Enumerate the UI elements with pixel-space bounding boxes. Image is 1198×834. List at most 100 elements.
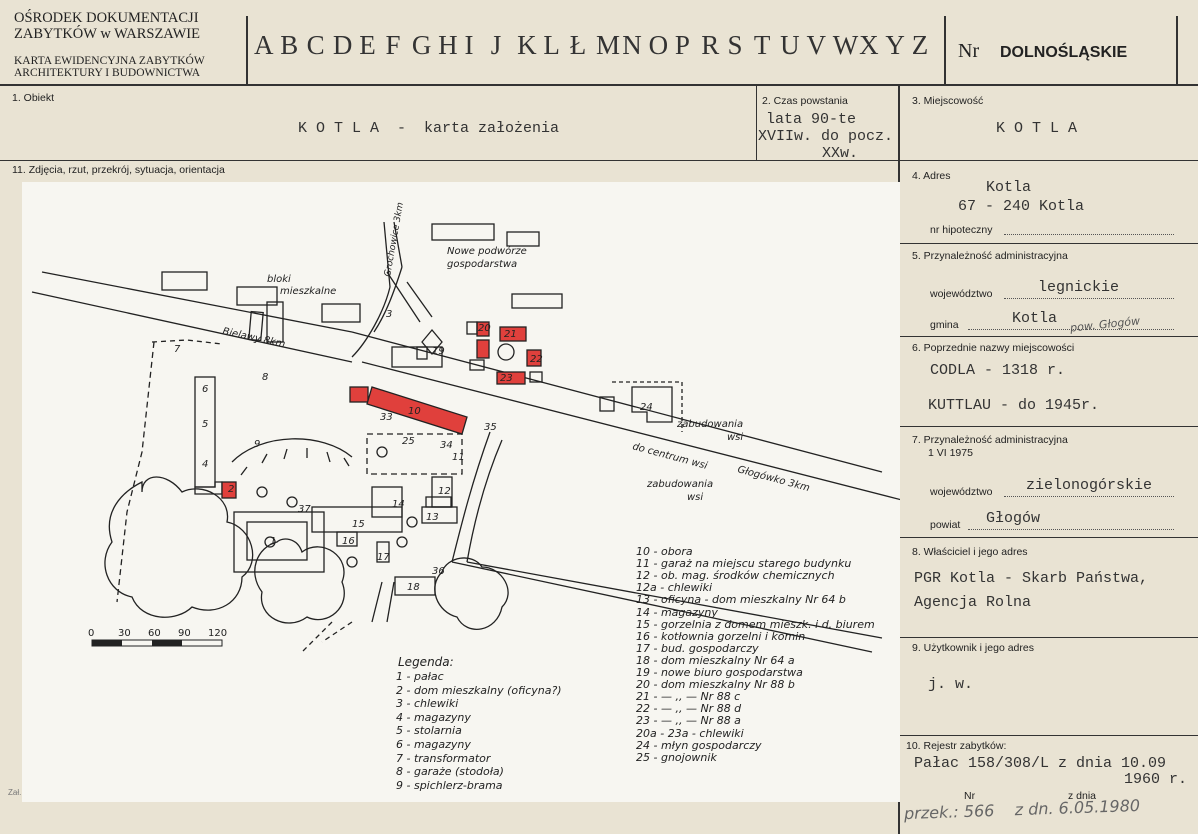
- alphabet-letter-Z: Z: [911, 30, 929, 60]
- building-number: 25: [402, 436, 415, 447]
- wlasciciel-line1: PGR Kotla - Skarb Państwa,: [914, 570, 1149, 587]
- road-label-bielawy: Bielawy 8km: [221, 326, 286, 350]
- wojewodztwo-value: legnickie: [1038, 279, 1120, 296]
- building-number: 20: [478, 323, 491, 334]
- legend-title: Legenda:: [398, 655, 454, 669]
- legend-item: 8 - garaże (stodoła): [396, 765, 504, 779]
- scale-tick-label: 0: [88, 628, 94, 639]
- gmina-label: gmina: [930, 319, 959, 331]
- alphabet-letter-S: S: [727, 30, 743, 60]
- zdjecia-label: 11. Zdjęcia, rzut, przekrój, sytuacja, o…: [12, 164, 225, 176]
- gmina-line: [968, 329, 1174, 330]
- label-nowe-podworze-1: Nowe podwórze: [447, 245, 527, 257]
- hipoteczny-label: nr hipoteczny: [930, 224, 993, 236]
- building-number: 24: [640, 402, 653, 413]
- legend-item: 20a - 23a - chlewiki: [636, 726, 744, 740]
- hipoteczny-line: [1004, 234, 1174, 235]
- legend-item: 2 - dom mieszkalny (oficyna?): [396, 683, 562, 697]
- building-number: 6: [202, 384, 208, 395]
- region-name: DOLNOŚLĄSKIE: [1000, 44, 1128, 61]
- nr-divider: [944, 16, 946, 84]
- alphabet-letter-C: C: [306, 30, 325, 60]
- header-bottom-border: [0, 84, 1198, 86]
- alphabet-letter-E: E: [359, 30, 376, 60]
- rejestr-line2: 1960 r.: [1124, 771, 1188, 788]
- legend-item: 25 - gnojownik: [636, 750, 717, 764]
- wojewodztwo-label: województwo: [930, 288, 993, 300]
- building-number: 4: [202, 459, 208, 470]
- legend-item: 16 - kotłownia gorzelni i komin: [636, 629, 806, 643]
- alphabet-letter-K: K: [517, 30, 537, 60]
- alphabet-letter-Ł: Ł: [569, 30, 587, 60]
- building-number: 11: [452, 452, 465, 463]
- powiat-label: powiat: [930, 519, 961, 531]
- row5-bottom: [900, 336, 1198, 337]
- label-zabud1-2: wsi: [727, 432, 743, 443]
- adres-line2: 67 - 240 Kotla: [958, 198, 1085, 215]
- header-card: KARTA EWIDENCYJNA ZABYTKÓW ARCHITEKTURY …: [14, 55, 205, 79]
- gmina-value: Kotla: [1012, 310, 1058, 327]
- building-number: 10: [408, 406, 421, 417]
- alphabet-letter-T: T: [753, 30, 771, 60]
- legend-item: 13 - oficyna - dom mieszkalny Nr 64 b: [636, 593, 846, 607]
- scale-bar: [91, 639, 223, 647]
- building-number: 22: [530, 354, 543, 365]
- alphabet-letter-F: F: [385, 30, 401, 60]
- legend-item: 14 - magazyny: [636, 605, 718, 619]
- alphabet-letter-Y: Y: [885, 30, 905, 60]
- legend-item: 21 - — ,, — Nr 88 c: [636, 690, 741, 704]
- powiat-value: Głogów: [986, 510, 1041, 527]
- label-nowe-podworze-2: gospodarstwa: [447, 259, 517, 270]
- building-number: 8: [262, 372, 268, 383]
- row6-bottom: [900, 426, 1198, 427]
- alphabet-letter-J: J: [490, 30, 502, 60]
- building-number: 7: [174, 344, 181, 355]
- alphabet-letter-L: L: [543, 30, 560, 60]
- alphabet-letter-I: I: [464, 30, 474, 60]
- building-number: 5: [202, 419, 208, 430]
- handwritten-note: przek.: 566 z dn. 6.05.1980: [903, 795, 1141, 824]
- wlasciciel-label: 8. Właściciel i jego adres: [912, 546, 1028, 558]
- legend-item: 5 - stolarnia: [396, 724, 462, 738]
- road-label-grochowice: Grochowice 3km: [383, 201, 406, 277]
- uzytkownik-label: 9. Użytkownik i jego adres: [912, 642, 1034, 654]
- obiekt-value: K O T L A - karta założenia: [298, 120, 560, 137]
- building-number: 16: [342, 536, 355, 547]
- powiat-line: [968, 529, 1174, 530]
- alphabet-letter-D: D: [332, 30, 353, 60]
- legend-item: 11 - garaż na miejscu starego budynku: [636, 557, 852, 571]
- nr-small-label: Nr: [964, 790, 976, 802]
- label-zabud2-1: zabudowania: [646, 479, 713, 490]
- uzytkownik-value: j. w.: [928, 676, 974, 693]
- building-number: 2: [228, 484, 234, 495]
- row1-bottom: [0, 160, 1198, 161]
- legend-item: 4 - magazyny: [396, 710, 471, 724]
- label-bloki-2: mieszkalne: [280, 286, 336, 297]
- building-number: 9: [254, 439, 260, 450]
- building-number: 33: [380, 412, 393, 423]
- legend-item: 3 - chlewiki: [396, 697, 459, 711]
- card-line1: KARTA EWIDENCYJNA ZABYTKÓW: [14, 55, 205, 67]
- row7-bottom: [900, 537, 1198, 538]
- rejestr-label: 10. Rejestr zabytków:: [906, 740, 1007, 752]
- row8-bottom: [900, 637, 1198, 638]
- building-number: 15: [352, 519, 365, 530]
- scale-tick-label: 120: [208, 628, 227, 639]
- building-number: 19: [432, 346, 445, 357]
- label-zabud1-1: zabudowania: [676, 419, 743, 430]
- legend-item: 19 - nowe biuro gospodarstwa: [636, 666, 803, 679]
- alphabet-letter-A: A: [254, 30, 274, 60]
- rejestr-line1: Pałac 158/308/L z dnia 10.09: [914, 755, 1167, 772]
- legend-item: 23 - — ,, — Nr 88 a: [636, 714, 741, 728]
- label-zabud2-2: wsi: [687, 492, 703, 503]
- building-number: 1: [270, 536, 276, 547]
- legend-item: 24 - młyn gospodarczy: [636, 738, 762, 752]
- road-label-glogowko: Głogówko 3km: [736, 463, 811, 494]
- alphabet-letter-W: W: [832, 30, 859, 60]
- alphabet-letter-B: B: [280, 30, 299, 60]
- wlasciciel-line2: Agencja Rolna: [914, 594, 1032, 611]
- header-org: OŚRODEK DOKUMENTACJI ZABYTKÓW w WARSZAWI…: [14, 10, 200, 42]
- org-line1: OŚRODEK DOKUMENTACJI: [14, 10, 199, 26]
- przyn2-label: 7. Przynależność administracyjna: [912, 434, 1068, 446]
